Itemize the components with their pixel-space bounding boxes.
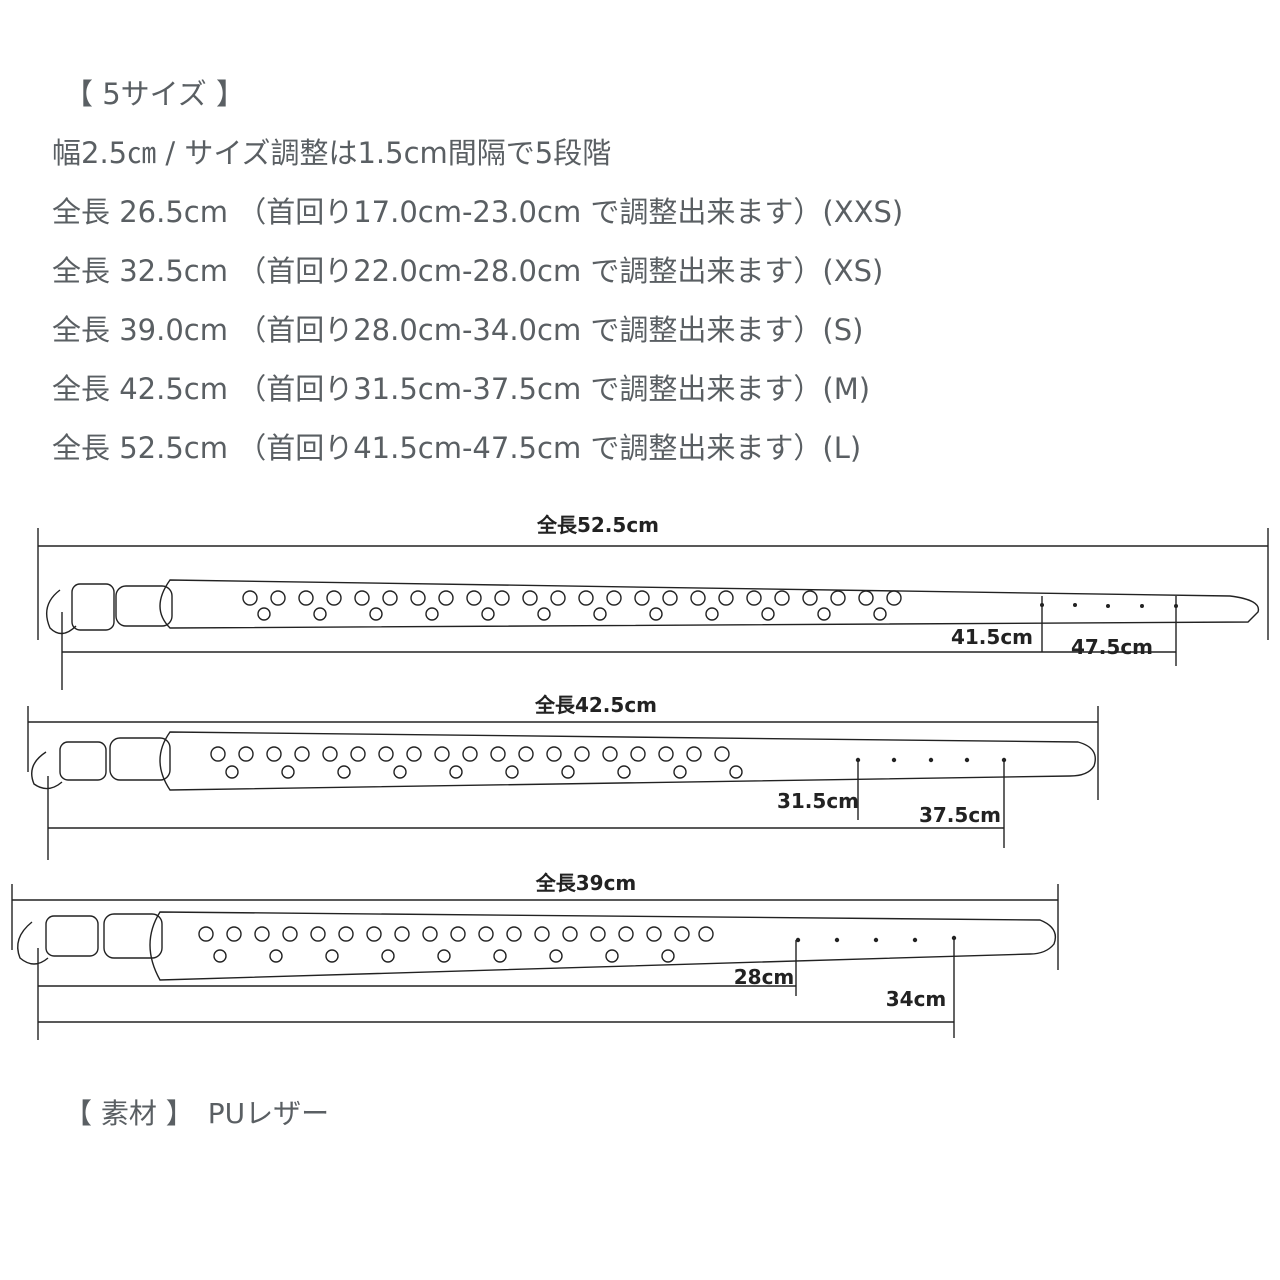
size-row-xxs: 全長 26.5cm （首回り17.0cm-23.0cm で調整出来ます）(XXS… — [52, 195, 904, 229]
collar-m-total-label: 全長42.5cm — [534, 693, 657, 717]
collar-s-studs — [198, 926, 714, 963]
collar-s-max-label: 34cm — [886, 987, 947, 1011]
collar-m — [27, 706, 1099, 860]
collar-l-total-label: 全長52.5cm — [536, 513, 659, 537]
size-row-l: 全長 52.5cm （首回り41.5cm-47.5cm で調整出来ます）(L) — [52, 431, 862, 465]
collar-l — [37, 528, 1269, 690]
collar-m-min-label: 31.5cm — [777, 789, 859, 813]
size-row-xs: 全長 32.5cm （首回り22.0cm-28.0cm で調整出来ます）(XS) — [52, 254, 884, 288]
size-row-m: 全長 42.5cm （首回り31.5cm-37.5cm で調整出来ます）(M) — [52, 372, 871, 406]
collar-m-studs — [210, 746, 743, 779]
material-line: 【 素材 】 PUレザー — [64, 1097, 330, 1130]
width-adjust-note: 幅2.5㎝ / サイズ調整は1.5cm間隔で5段階 — [52, 136, 612, 170]
collar-s — [11, 884, 1059, 1040]
collar-l-max-label: 47.5cm — [1071, 635, 1153, 659]
collar-s-min-label: 28cm — [734, 965, 795, 989]
collar-m-max-label: 37.5cm — [919, 803, 1001, 827]
collar-s-total-label: 全長39cm — [535, 871, 637, 895]
collar-l-min-label: 41.5cm — [951, 625, 1033, 649]
size-row-s: 全長 39.0cm （首回り28.0cm-34.0cm で調整出来ます）(S) — [52, 313, 864, 347]
collar-l-studs — [242, 590, 902, 621]
size-heading: 【 5サイズ 】 — [64, 77, 246, 111]
